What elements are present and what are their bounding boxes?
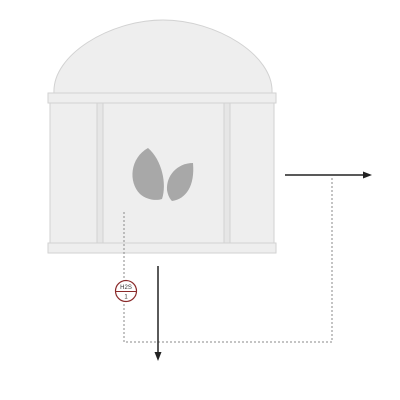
digester-tank — [47, 19, 277, 254]
leaf-left — [132, 148, 164, 200]
h2s-instrument: H2S 1 — [114, 279, 138, 303]
dome-roof — [53, 19, 273, 94]
tank-left-column — [96, 102, 104, 244]
leaf-icon — [132, 148, 194, 201]
instrument-tag: H2S — [120, 285, 132, 291]
tank-top-rim — [47, 92, 277, 104]
arrow-down-icon — [154, 352, 162, 361]
leaf-right — [166, 163, 194, 201]
signal-line — [123, 176, 333, 343]
drain-flow — [154, 266, 162, 361]
arrow-right-icon — [363, 171, 372, 179]
outlet-flow — [285, 171, 372, 179]
instrument-number: 1 — [124, 295, 128, 301]
tank-right-column — [223, 102, 231, 244]
tank-bottom-rim — [47, 242, 277, 254]
